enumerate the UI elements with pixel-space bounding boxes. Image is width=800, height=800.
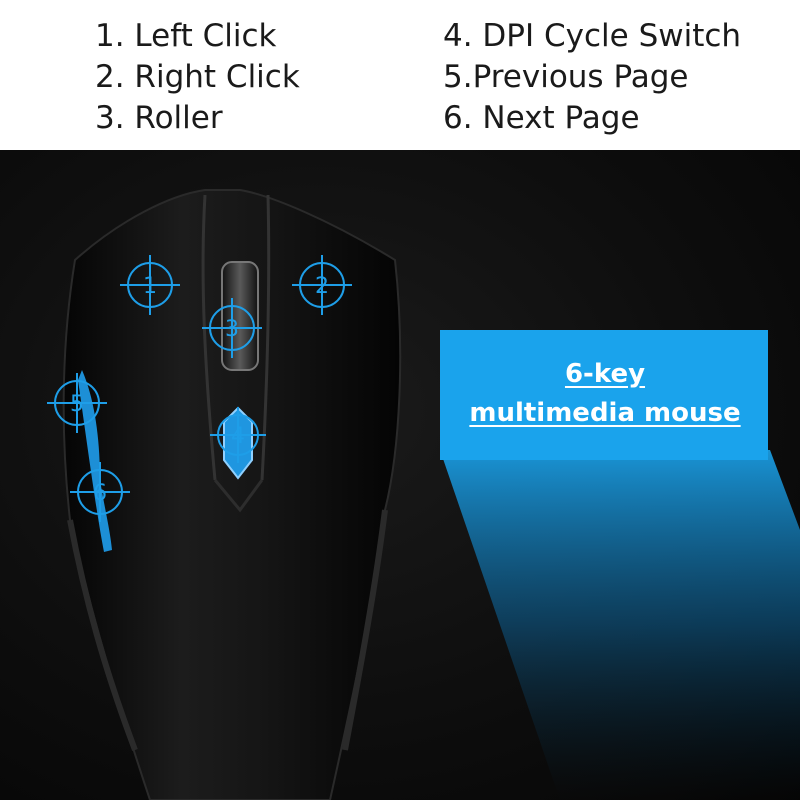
marker-3-crosshair-icon [202,298,262,358]
badge-line-1: 6-key [564,359,646,389]
marker-1-crosshair-icon [120,255,180,315]
badge-text: 6-key multimedia mouse [440,355,770,433]
product-scene: 1 2 3 4 5 6 6-key multimedia mouse [0,150,800,800]
light-beam [440,450,800,800]
mouse-body [62,189,402,800]
mouse-illustration: 1 2 3 4 5 6 [47,189,800,800]
side-buttons [78,370,112,552]
marker-1-label: 1 [143,274,157,299]
marker-6-label: 6 [93,481,107,506]
marker-2-label: 2 [315,274,329,299]
feature-badge [440,330,768,460]
legend-right-click: 2. Right Click [95,59,300,95]
marker-5-crosshair-icon [47,373,107,433]
marker-2-crosshair-icon [292,255,352,315]
marker-5-label: 5 [70,392,84,417]
feature-legend: 1. Left Click 2. Right Click 3. Roller 4… [0,0,800,150]
legend-dpi-switch: 4. DPI Cycle Switch [443,18,742,54]
marker-6-crosshair-icon [70,462,130,522]
marker-4-crosshair-icon [210,407,266,463]
legend-roller: 3. Roller [95,100,223,136]
legend-left-click: 1. Left Click [95,18,277,54]
legend-column-left: 1. Left Click 2. Right Click 3. Roller [95,16,300,139]
marker-3-label: 3 [225,317,239,342]
marker-4-label: 4 [231,424,245,449]
legend-column-right: 4. DPI Cycle Switch 5.Previous Page 6. N… [443,16,741,139]
scroll-wheel [221,261,259,371]
legend-next-page: 6. Next Page [443,100,640,136]
badge-line-2: multimedia mouse [469,398,741,428]
legend-previous-page: 5.Previous Page [443,59,689,95]
